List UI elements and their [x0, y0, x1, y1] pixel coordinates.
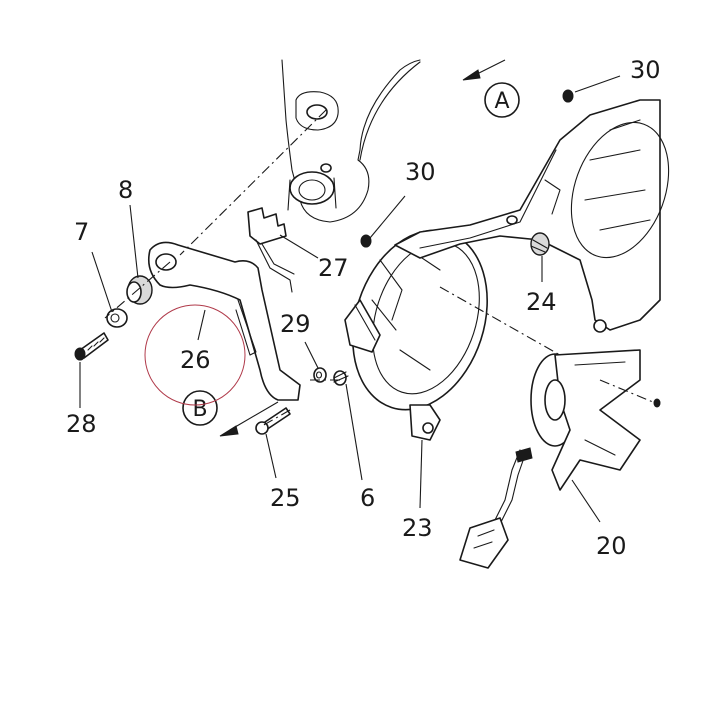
- frame-tube: [281, 59, 421, 223]
- view-b-label: B: [192, 397, 207, 422]
- callout-26: 26: [180, 346, 211, 374]
- callout-labels: 30 30 8 7 27 29 26 24 28 25 6 23 20: [66, 56, 661, 560]
- fan-shroud-23: [344, 229, 488, 441]
- callout-27: 27: [318, 254, 349, 282]
- washer-29: [313, 367, 327, 383]
- callout-30-middle: 30: [405, 158, 436, 186]
- callout-28: 28: [66, 410, 97, 438]
- view-a-label: A: [494, 89, 509, 114]
- highlight-circle: [144, 304, 246, 406]
- callout-7: 7: [74, 218, 89, 246]
- callout-24: 24: [526, 288, 557, 316]
- center-lines: [104, 109, 661, 427]
- radiator-housing: [394, 99, 670, 333]
- callout-23: 23: [402, 514, 433, 542]
- callout-6: 6: [360, 484, 375, 512]
- view-a-indicator: A: [462, 59, 520, 118]
- damper-8: [126, 275, 153, 305]
- callout-20: 20: [596, 532, 627, 560]
- fan-motor-20: [459, 349, 641, 569]
- callout-30-upper: 30: [630, 56, 661, 84]
- view-b-indicator: B: [182, 390, 279, 437]
- collar-6: [333, 370, 349, 386]
- callout-25: 25: [270, 484, 301, 512]
- grommet-24: [530, 232, 550, 256]
- clip-27: [247, 207, 295, 293]
- washer-7: [106, 308, 128, 328]
- bracket-26: [147, 241, 301, 401]
- screw-30-upper: [562, 89, 574, 103]
- screw-30-middle: [360, 234, 372, 248]
- leader-lines: [79, 75, 621, 523]
- bolt-28: [74, 332, 109, 361]
- callout-29: 29: [280, 310, 311, 338]
- callout-8: 8: [118, 176, 133, 204]
